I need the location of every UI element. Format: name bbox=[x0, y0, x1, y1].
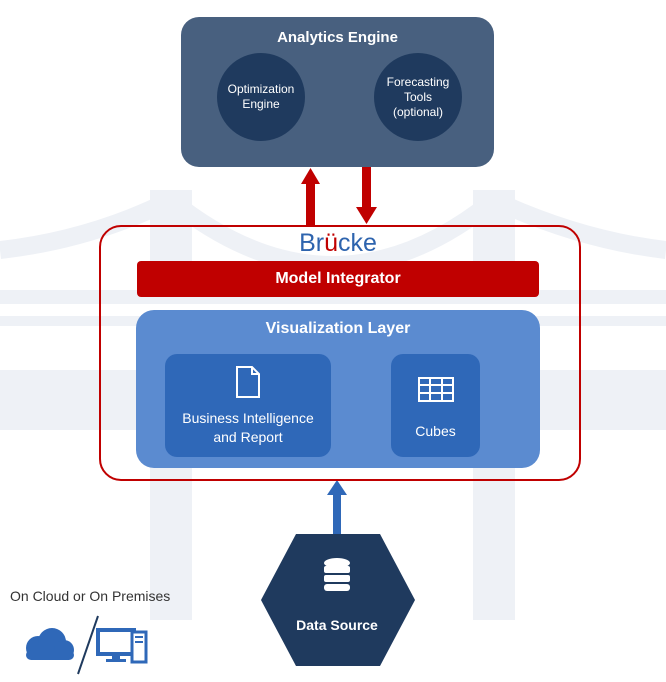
bi-label: Business Intelligence and Report bbox=[165, 409, 331, 447]
deployment-icons bbox=[26, 615, 148, 675]
brucke-title: Brücke bbox=[299, 229, 377, 257]
forecasting-tools-node: Forecasting Tools (optional) bbox=[374, 53, 462, 141]
forecasting-label-line3: (optional) bbox=[392, 104, 444, 119]
cubes-card: Cubes bbox=[391, 354, 480, 457]
divider-slash bbox=[77, 615, 99, 675]
grid-icon bbox=[418, 377, 454, 402]
visualization-layer-title: Visualization Layer bbox=[265, 320, 411, 337]
forecasting-label-line1: Forecasting bbox=[386, 74, 450, 89]
document-icon bbox=[236, 366, 260, 398]
optimization-label-line1: Optimization bbox=[227, 82, 295, 96]
model-integrator-bar: Model Integrator bbox=[137, 261, 539, 297]
bi-label-line1: Business Intelligence bbox=[182, 410, 314, 426]
bi-label-line2: and Report bbox=[213, 429, 283, 445]
analytics-engine-title: Analytics Engine bbox=[277, 29, 398, 46]
business-intelligence-card: Business Intelligence and Report bbox=[165, 354, 331, 457]
cubes-label: Cubes bbox=[415, 423, 456, 439]
brucke-container bbox=[99, 225, 581, 481]
database-icon bbox=[324, 558, 350, 591]
computer-icon bbox=[96, 628, 148, 664]
up-arrow-to-analytics bbox=[301, 168, 320, 225]
optimization-label-line2: Engine bbox=[242, 97, 280, 111]
cloud-icon bbox=[26, 628, 74, 660]
down-arrow-from-analytics bbox=[356, 167, 377, 224]
forecasting-label-line2: Tools bbox=[403, 89, 432, 104]
data-source-label: Data Source bbox=[296, 617, 378, 633]
up-arrow-from-data-source bbox=[327, 480, 347, 537]
deployment-label: On Cloud or On Premises bbox=[10, 588, 171, 604]
optimization-engine-node: Optimization Engine bbox=[217, 53, 305, 141]
